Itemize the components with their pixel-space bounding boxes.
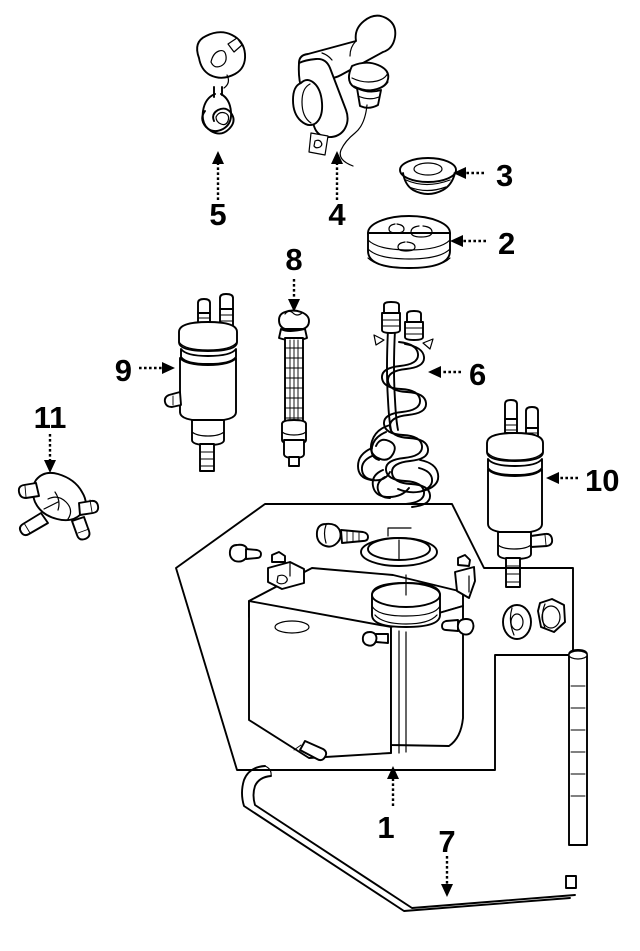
callout-9: 9 [115, 353, 175, 388]
part-washer-pump-motor-right [486, 399, 554, 588]
callout-2-number: 2 [498, 226, 515, 261]
callout-5: 5 [209, 151, 227, 232]
callout-1-number: 1 [377, 810, 394, 845]
part-washer-pump-motor-left [163, 293, 238, 472]
part-small-filler-grommet [399, 157, 457, 195]
callout-9-number: 9 [115, 353, 132, 388]
callout-10: 10 [546, 463, 619, 498]
callout-2: 2 [450, 226, 515, 261]
callout-11-number: 11 [34, 400, 67, 435]
part-large-multi-hole-grommet [367, 215, 451, 269]
callout-6: 6 [428, 357, 486, 392]
callout-4-number: 4 [328, 197, 346, 232]
callout-11: 11 [34, 400, 67, 473]
callout-10-number: 10 [585, 463, 619, 498]
callout-8: 8 [285, 242, 303, 312]
part-reservoir-cap-with-tether [196, 31, 247, 135]
callout-8-number: 8 [285, 242, 302, 277]
part-hose-connector-valve [17, 471, 100, 541]
callout-4: 4 [328, 151, 346, 232]
callout-7: 7 [438, 824, 456, 897]
callout-1: 1 [377, 766, 399, 845]
callout-6-number: 6 [469, 357, 486, 392]
part-filler-neck-funnel [292, 14, 397, 167]
part-washer-fluid-reservoir-tank [175, 503, 588, 846]
part-coiled-washer-hose-assembly [357, 301, 440, 508]
part-washer-supply-hose [241, 765, 577, 912]
part-pump-intake-strainer-filter [278, 309, 310, 467]
callout-7-number: 7 [438, 824, 455, 859]
callout-3-number: 3 [496, 158, 513, 193]
callout-5-number: 5 [209, 197, 226, 232]
callout-3: 3 [453, 158, 513, 193]
